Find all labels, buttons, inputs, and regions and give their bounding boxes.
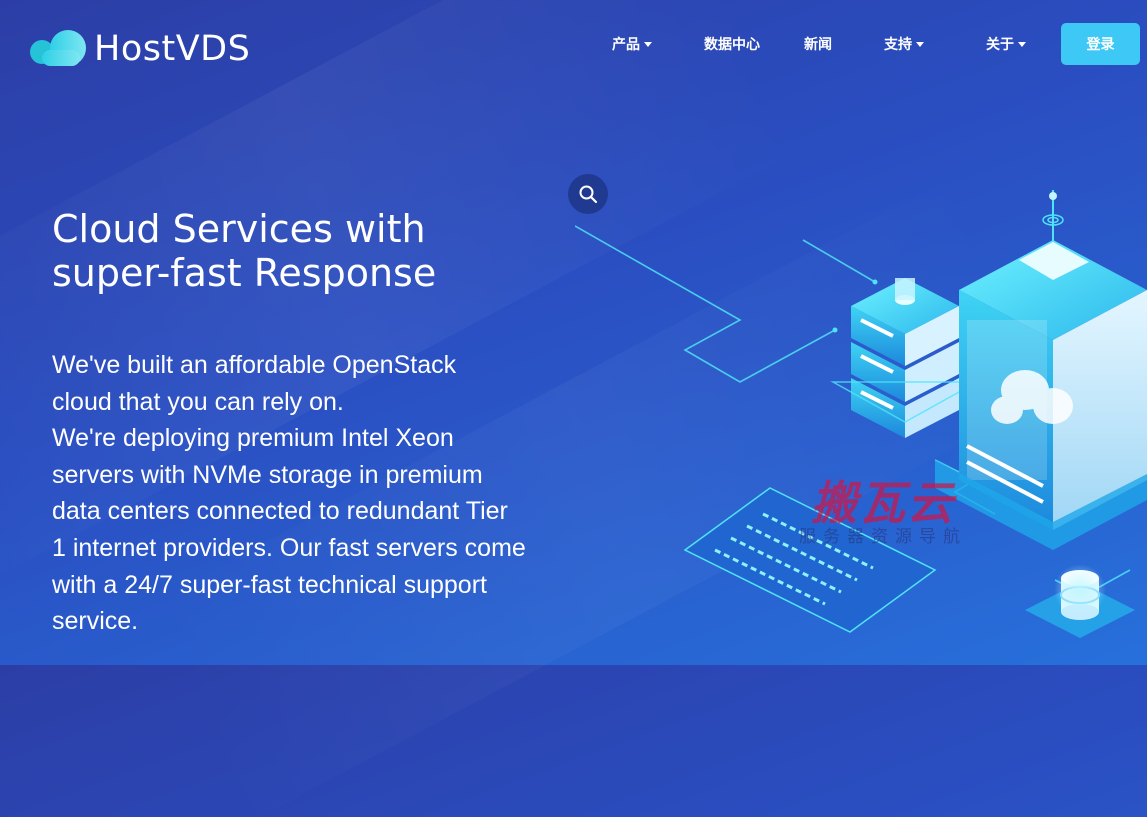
nav-datacenters-label: 数据中心 [704,37,760,53]
data-panel [683,487,937,633]
hero-desc-line: 1 internet providers. Our fast servers c… [52,533,526,562]
caret-down-icon [644,41,652,47]
watermark-subtitle: 服务器资源导航 [799,527,967,547]
nav-support-label: 支持 [884,37,912,53]
nav-about-label: 关于 [986,37,1014,53]
hero-desc-line: cloud that you can rely on. [52,387,344,416]
nav-datacenters[interactable]: 数据中心 [704,32,760,56]
nav-products[interactable]: 产品 [612,32,652,56]
nav-about[interactable]: 关于 [986,32,1026,56]
brand-name: HostVDS [94,29,251,69]
hero-desc-line: servers with NVMe storage in premium [52,460,483,489]
caret-down-icon [916,41,924,47]
hero-desc-line: We're deploying premium Intel Xeon [52,424,454,453]
brand-logo[interactable]: HostVDS [28,24,250,74]
login-button[interactable]: 登录 [1061,23,1140,65]
hero-title: Cloud Services with super-fast Response [52,207,572,295]
watermark: 搬瓦云 服务器资源导航 [783,478,983,547]
nav-products-label: 产品 [612,37,640,53]
main-server-cube [935,240,1147,550]
hero-desc-line: with a 24/7 super-fast technical support [52,570,487,599]
nav-news-label: 新闻 [804,37,832,53]
hero-title-line: Cloud Services with [52,207,426,251]
cloud-logo-icon [30,30,86,66]
hero-desc-line: data centers connected to redundant Tier [52,497,508,526]
server-illustration [575,190,1147,638]
small-server-stack [830,278,980,438]
database-cylinder [1025,564,1135,638]
nav-support[interactable]: 支持 [884,32,924,56]
hero-desc-line: service. [52,607,139,636]
caret-down-icon [1018,41,1026,47]
hero-desc-line: We've built an affordable OpenStack [52,351,457,379]
nav-news[interactable]: 新闻 [804,32,832,56]
search-button[interactable] [568,174,608,214]
hero-title-line: super-fast Response [52,251,437,295]
search-icon [579,185,598,204]
watermark-title: 搬瓦云 [811,477,955,529]
hero-description: We've built an affordable OpenStack clou… [52,347,572,640]
